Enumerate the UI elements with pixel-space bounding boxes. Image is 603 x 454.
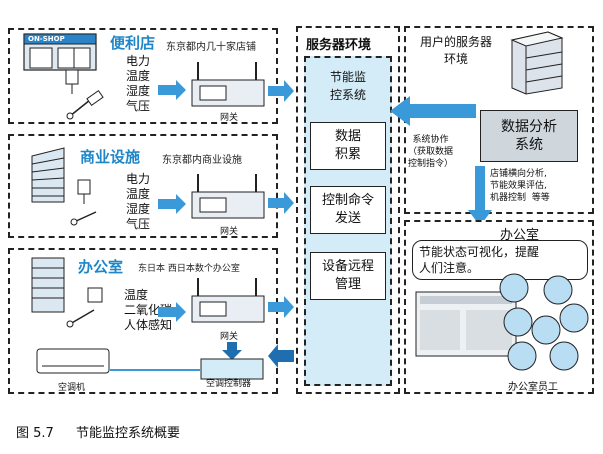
sensor-icon [66, 287, 103, 328]
arrow-right [268, 80, 294, 102]
arrow-right [158, 194, 186, 214]
gateway-icon [191, 62, 265, 107]
gateway-icon [191, 278, 265, 323]
commercial-facility-title: 商业设施 [80, 148, 141, 166]
building-icon [31, 147, 65, 203]
energy-monitoring-system-title: 节能监 控系统 [329, 70, 366, 102]
connection-line [110, 369, 200, 371]
arrow-right [158, 80, 186, 100]
shop-sign-text: ON-SHOP [28, 35, 65, 43]
office-staff-group-icon [499, 273, 589, 371]
server-rack-icon [510, 31, 564, 95]
aircon-controller-icon [200, 358, 264, 380]
figure-number: 图 5.7 [16, 426, 54, 441]
figure-caption: 节能监控系统概要 [76, 426, 181, 441]
analysis-note: 店铺横向分析, 节能效果评估, 机器控制 等等 [490, 169, 550, 203]
arrow-down [468, 166, 492, 226]
server-env-title: 服务器环境 [306, 38, 372, 53]
data-accumulation-box: 数据 积累 [310, 122, 386, 170]
arrow-right [268, 192, 294, 214]
sensor-icon [65, 69, 104, 120]
arrow-down [222, 342, 242, 360]
arrow-right [158, 302, 186, 322]
remote-device-mgmt-box: 设备远程 管理 [310, 252, 386, 300]
office-room-title: 办公室 [500, 228, 540, 243]
convenience-sensor-list: 电力 温度 湿度 气压 [126, 54, 151, 113]
office-site-title: 办公室 [78, 258, 124, 276]
office-sensor-list: 温度 二氧化碳 人体感知 [124, 288, 173, 332]
gateway-label: 网关 [220, 113, 239, 123]
gateway-icon [191, 174, 265, 219]
gateway-label: 网关 [220, 332, 239, 342]
data-analysis-system-box: 数据分析 系统 [480, 110, 578, 162]
arrow-right [268, 296, 294, 318]
user-server-env-title: 用户的服务器 环境 [420, 35, 493, 66]
commercial-facility-desc: 东京都内商业设施 [162, 155, 242, 166]
air-conditioner-label: 空调机 [58, 383, 86, 393]
office-building-icon [31, 257, 65, 313]
commercial-sensor-list: 电力 温度 湿度 气压 [126, 172, 151, 231]
aircon-controller-label: 空调控制器 [206, 379, 252, 389]
collab-note: 系统协作 （获取数据 控制指令） [408, 135, 454, 169]
convenience-store-title: 便利店 [110, 34, 156, 52]
office-site-desc: 东日本 西日本数个办公室 [138, 264, 240, 274]
gateway-label: 网关 [220, 227, 239, 237]
office-staff-label: 办公室员工 [508, 382, 558, 393]
sensor-icon [70, 179, 97, 226]
speech-bubble: 节能状态可视化，提醒 人们注意。 [412, 240, 588, 280]
command-send-box: 控制命令 发送 [310, 186, 386, 234]
dashboard-monitor-icon [415, 291, 517, 357]
arrow-left [390, 96, 476, 126]
air-conditioner-icon [36, 348, 110, 374]
shop-icon [23, 33, 97, 71]
arrow-left [268, 344, 294, 368]
convenience-store-desc: 东京都内几十家店铺 [166, 42, 256, 53]
